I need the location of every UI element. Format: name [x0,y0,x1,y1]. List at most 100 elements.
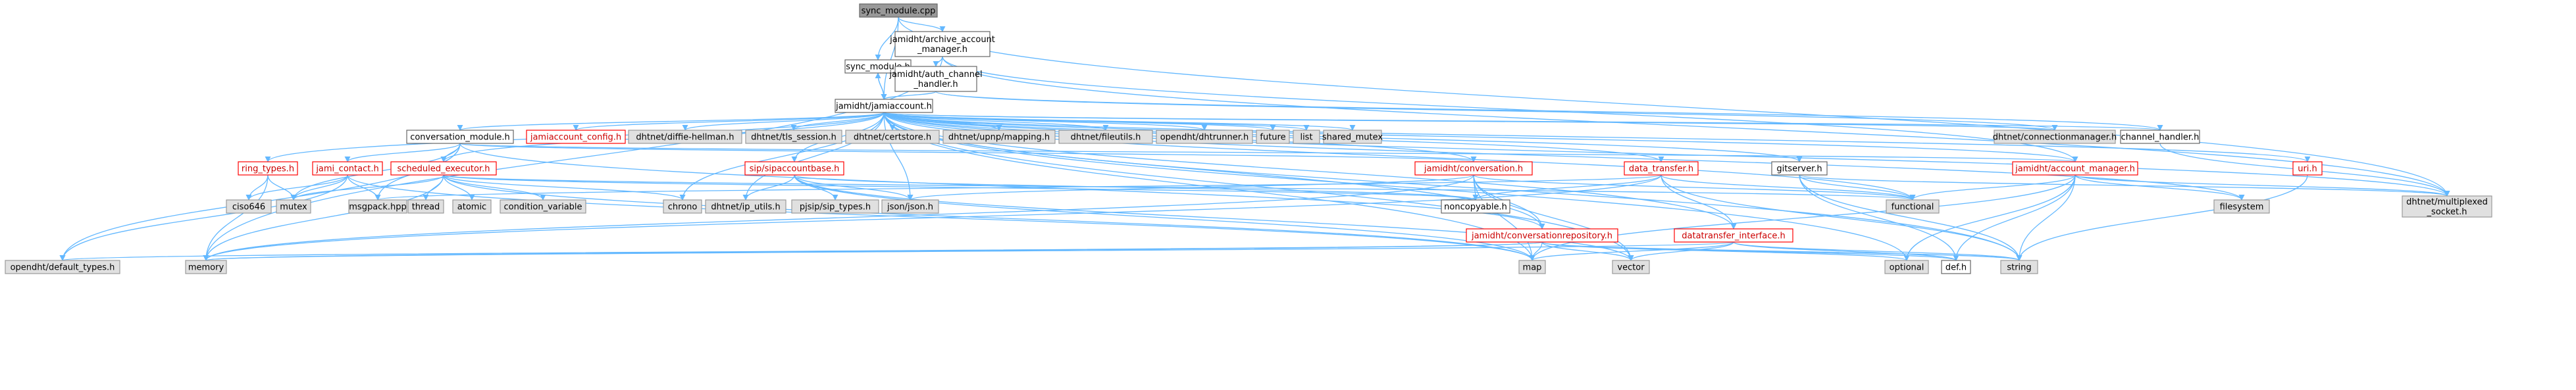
node-box [881,199,939,214]
node-def-h[interactable]: def.h [1941,260,1971,274]
node-box [2402,195,2492,218]
node-label: dhtnet/certstore.h [854,133,931,143]
node-label: _handler.h [913,80,958,89]
dependency-edge-scheduled_executor-to-condition_variable [443,174,546,201]
node-archive-account-manager[interactable]: jamidht/archive_account_manager.h [889,31,995,57]
node-jamiaccount-config[interactable]: jamiaccount_config.h [526,130,626,144]
node-sip-types: pjsip/sip_types.h [791,199,879,214]
node-mutex: mutex [276,199,311,214]
dependency-edge-jamiaccount_h-to-diffie_hellman [682,112,885,131]
node-jami-contact[interactable]: jami_contact.h [312,161,383,176]
node-label: sync_module.cpp [862,7,936,16]
node-label: ring_types.h [242,164,294,174]
node-auth-channel-handler[interactable]: jamidht/auth_channel_handler.h [889,66,983,92]
dependency-edge-scheduled_executor-to-map [443,174,1535,261]
node-data-transfer[interactable]: data_transfer.h [1624,161,1699,176]
node-account-manager[interactable]: jamidht/account_manager.h [2012,161,2138,176]
node-vector: vector [1612,260,1650,274]
node-box [894,31,991,57]
node-label: thread [412,203,440,212]
node-jamiaccount-h[interactable]: jamidht/jamiaccount.h [835,99,933,113]
node-upnp-mapping: dhtnet/upnp/mapping.h [942,130,1056,144]
node-jamidht-conversation[interactable]: jamidht/conversation.h [1414,161,1533,176]
dependency-edge-jamiaccount_h-to-chrono [679,112,885,201]
node-label: dhtnet/fileutils.h [1071,133,1141,143]
node-sync-module-h[interactable]: sync_module.h [844,59,912,74]
dependency-edge-jamidht_conversation-to-map [1473,174,1535,261]
node-conversation-module[interactable]: conversation_module.h [406,130,514,144]
node-label: dhtnet/diffie-hellman.h [636,133,734,143]
node-label: def.h [1945,263,1967,273]
dependency-edge-gitserver-to-def_h [1799,174,1959,261]
node-label: sip/sipaccountbase.h [750,164,840,174]
node-box [744,161,844,176]
node-box [859,3,938,18]
node-box [1771,161,1828,176]
node-box [312,161,383,176]
node-box [1156,130,1253,144]
node-fileutils: dhtnet/fileutils.h [1058,130,1153,144]
dependency-edge-conversation_module-to-jami_contact [344,143,461,162]
node-label: data_transfer.h [1629,164,1693,174]
dependency-edge-sipvoipcountbase-to-ip_utils [742,174,795,201]
node-box [1941,260,1971,274]
node-label: jami_contact.h [315,164,378,174]
node-label: vector [1617,263,1645,273]
dependency-edge-jamiaccount_h-to-filesystem [883,112,2245,201]
node-ring-types[interactable]: ring_types.h [238,161,298,176]
node-box [705,199,786,214]
node-datatransfer-interface[interactable]: datatransfer_interface.h [1674,228,1793,243]
dependency-edge-auth_channel_handler-to-jamiaccount_h [881,91,937,100]
dependency-edge-archive_account_manager-to-multiplexed_socket [942,56,2450,197]
node-label: jamidht/conversationrepository.h [1471,232,1612,241]
dependency-edge-account_manager-to-multiplexed_socket [2074,174,2450,197]
node-sync-module-cpp[interactable]: sync_module.cpp [859,3,938,18]
node-label: jamidht/auth_channel [889,70,982,80]
node-future: future [1256,130,1290,144]
dependency-edge-scheduled_executor-to-noncopyable [443,174,1478,201]
node-box [226,199,272,214]
node-label: sync_module.h [846,62,910,72]
node-msgpack: msgpack.hpp [348,199,407,214]
node-box [894,66,977,92]
node-box [1058,130,1153,144]
dependency-edge-conversation_module-to-jamidht_conversation [459,143,1476,162]
node-chrono: chrono [663,199,702,214]
dependency-edge-datatransfer_interface-to-memory [203,241,1734,261]
node-gitserver[interactable]: gitserver.h [1771,161,1828,176]
dependency-edge-account_manager-to-functional [1909,174,2076,201]
dependency-edge-sipvoipcountbase-to-map [794,174,1535,261]
dependency-edge-data_transfer-to-noncopyable [1472,174,1662,201]
dependency-edge-sync_module_cpp-to-multiplexed_socket [898,16,2450,197]
node-optional: optional [1884,260,1929,274]
node-uri-h[interactable]: uri.h [2292,161,2323,176]
node-label: ciso646 [232,203,265,212]
node-label: jamidht/archive_account [889,35,995,45]
node-noncopyable[interactable]: noncopyable.h [1441,199,1510,214]
node-label: mutex [280,203,307,212]
node-box [1256,130,1290,144]
node-box [452,199,492,214]
node-label: functional [1892,203,1934,212]
node-conversationrepository[interactable]: jamidht/conversationrepository.h [1466,228,1618,243]
node-label: uri.h [2298,164,2317,174]
node-filesystem: filesystem [2213,199,2270,214]
node-label: future [1260,133,1285,143]
node-label: channel_handler.h [2121,133,2200,143]
node-label: gitserver.h [1776,164,1822,174]
dependency-edge-sipvoipcountbase-to-noncopyable [794,174,1479,201]
node-scheduled-executor[interactable]: scheduled_executor.h [390,161,497,176]
node-label: conversation_module.h [410,133,510,143]
dependency-edge-data_transfer-to-datatransfer_interface [1661,174,1737,230]
node-connectionmanager: dhtnet/connectionmanager.h [1993,130,2117,144]
node-box [1466,228,1618,243]
node-channel-handler[interactable]: channel_handler.h [2120,130,2200,144]
dependency-edge-jamiaccount_h-to-sync_module_h [875,72,885,100]
node-label: chrono [668,203,698,212]
node-sipvoipcountbase[interactable]: sip/sipaccountbase.h [744,161,844,176]
node-label: dhtnet/upnp/mapping.h [948,133,1050,143]
node-label: opendht/dhtrunner.h [1160,133,1249,143]
node-box [1441,199,1510,214]
dependency-edge-conversationrepository-to-vector [1541,241,1634,261]
dependency-edge-data_transfer-to-string [1661,174,2022,261]
